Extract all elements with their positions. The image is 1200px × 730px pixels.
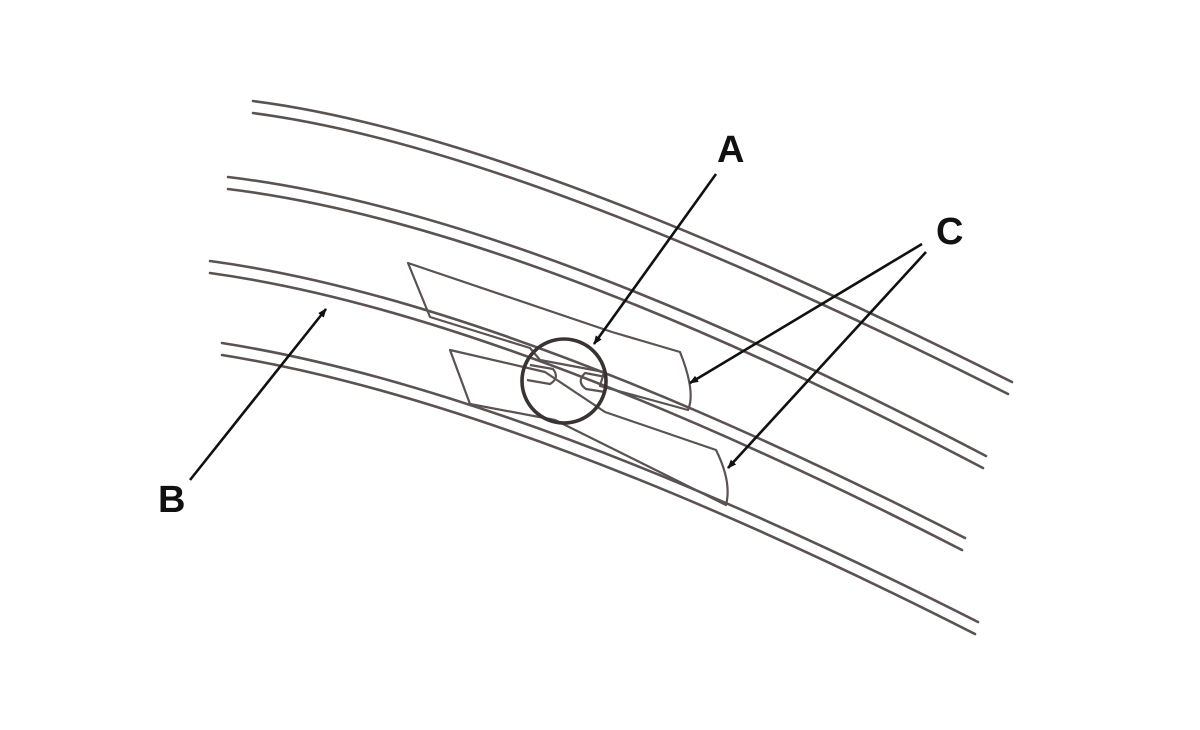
rail-1 (251, 99, 1014, 396)
leader-b (188, 308, 328, 481)
rail-4 (220, 341, 980, 636)
callout-c: C (936, 211, 963, 253)
callout-b: B (158, 479, 185, 521)
clip-upper (406, 261, 692, 412)
leader-c-lower (727, 251, 927, 469)
clip-lower (448, 348, 729, 507)
leader-a (592, 173, 718, 345)
slot-right (579, 371, 607, 394)
rail-2 (226, 175, 988, 470)
detail-circle-a (520, 337, 608, 425)
callout-a: A (717, 129, 744, 171)
rail-3-part-b (208, 259, 967, 552)
leader-c-upper (689, 242, 923, 385)
slot-left (526, 363, 557, 386)
